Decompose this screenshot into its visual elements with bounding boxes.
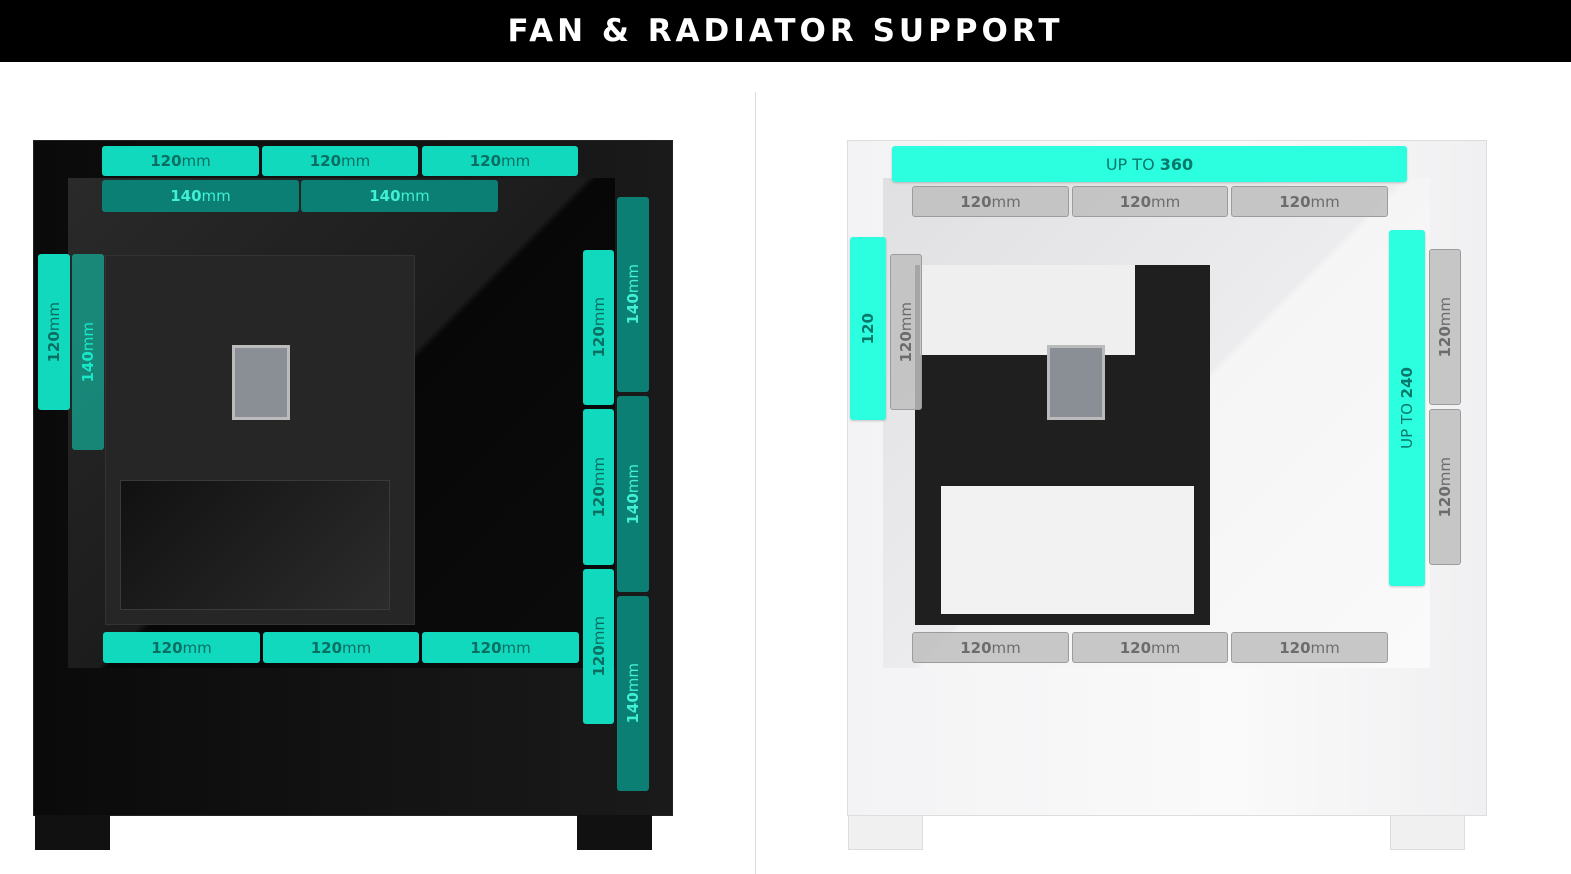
fan-slot-side-120: 120mm	[583, 409, 614, 565]
fan-slot-side-140: 140mm	[617, 596, 649, 791]
case-foot	[848, 815, 923, 850]
gpu-black	[120, 480, 390, 610]
case-foot	[35, 815, 110, 850]
fan-slot-side-120: 120mm	[583, 569, 614, 724]
case-foot	[577, 815, 652, 850]
fan-slot-rear-140: 140mm	[72, 254, 104, 450]
page-title: FAN & RADIATOR SUPPORT	[507, 13, 1064, 49]
heatsink-white	[920, 265, 1135, 355]
radiator-side-240: UP TO 240	[1389, 230, 1425, 586]
gpu-white	[935, 480, 1200, 620]
case-foot	[1390, 815, 1465, 850]
cpu	[1047, 345, 1105, 420]
fan-slot-side-120: 120mm	[1429, 409, 1461, 565]
fan-slot-side-140: 140mm	[617, 396, 649, 592]
radiator-rear-120: 120	[850, 237, 886, 420]
cpu	[232, 345, 290, 420]
fan-slot-side-120: 120mm	[583, 250, 614, 405]
fan-slot-side-120: 120mm	[1429, 249, 1461, 405]
radiator-top-360: UP TO 360	[892, 146, 1407, 182]
fan-slot-side-140: 140mm	[617, 197, 649, 392]
fan-slot-rear-120: 120mm	[38, 254, 70, 410]
fan-slot-rear-120: 120mm	[890, 254, 922, 410]
header-banner: FAN & RADIATOR SUPPORT	[0, 0, 1571, 62]
divider	[755, 92, 756, 874]
